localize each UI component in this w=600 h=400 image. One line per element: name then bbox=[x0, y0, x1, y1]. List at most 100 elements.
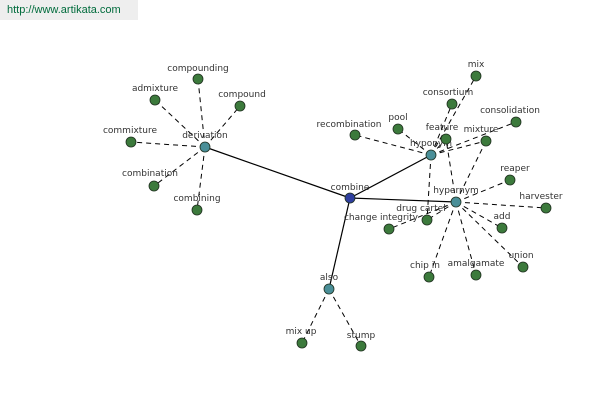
node-dot-combination[interactable] bbox=[148, 180, 160, 192]
node-derivation[interactable]: derivation bbox=[182, 131, 228, 153]
edge-hyponym-pool bbox=[397, 128, 432, 156]
node-label-mixture: mixture bbox=[464, 125, 499, 135]
node-commixture[interactable]: commixture bbox=[103, 126, 158, 148]
node-recombination[interactable]: recombination bbox=[317, 120, 382, 141]
edge-hyponym-drug-cartel bbox=[426, 154, 432, 221]
node-dot-compounding[interactable] bbox=[192, 73, 204, 85]
node-hypernym[interactable]: hypernym bbox=[433, 186, 479, 208]
node-label-combination: combination bbox=[122, 169, 178, 179]
node-dot-stump[interactable] bbox=[355, 340, 367, 352]
edge-combine-hypernym bbox=[349, 197, 457, 203]
edge-combine-derivation bbox=[204, 146, 351, 199]
node-label-change-integrity: change integrity bbox=[344, 213, 419, 223]
url-banner: http://www.artikata.com bbox=[0, 0, 138, 20]
node-label-hyponym: hyponym bbox=[410, 139, 452, 149]
node-label-union: union bbox=[508, 251, 533, 261]
node-union[interactable]: union bbox=[508, 251, 534, 273]
node-dot-chip-in[interactable] bbox=[423, 271, 435, 283]
node-chip-in[interactable]: chip in bbox=[410, 261, 440, 283]
node-dot-hypernym[interactable] bbox=[450, 196, 462, 208]
edge-combine-hyponym bbox=[349, 154, 432, 199]
node-dot-recombination[interactable] bbox=[349, 129, 361, 141]
node-label-chip-in: chip in bbox=[410, 261, 440, 271]
node-dot-union[interactable] bbox=[517, 261, 529, 273]
node-dot-combine[interactable] bbox=[344, 192, 356, 204]
node-stump[interactable]: stump bbox=[347, 331, 376, 352]
edge-derivation-combination bbox=[153, 146, 206, 187]
edge-hyponym-recombination bbox=[354, 134, 432, 156]
node-also[interactable]: also bbox=[320, 273, 339, 295]
node-dot-harvester[interactable] bbox=[540, 202, 552, 214]
node-pool[interactable]: pool bbox=[388, 113, 408, 135]
node-compound[interactable]: compound bbox=[218, 90, 266, 112]
node-dot-add[interactable] bbox=[496, 222, 508, 234]
node-dot-also[interactable] bbox=[323, 283, 335, 295]
node-dot-consortium[interactable] bbox=[446, 98, 458, 110]
site-url[interactable]: http://www.artikata.com bbox=[7, 4, 121, 16]
node-drug-cartel[interactable]: drug cartel bbox=[396, 204, 446, 226]
node-dot-admixture[interactable] bbox=[149, 94, 161, 106]
node-add[interactable]: add bbox=[494, 212, 511, 234]
node-compounding[interactable]: compounding bbox=[167, 64, 229, 85]
node-dot-change-integrity[interactable] bbox=[383, 223, 395, 235]
node-dot-derivation[interactable] bbox=[199, 141, 211, 153]
node-dot-compound[interactable] bbox=[234, 100, 246, 112]
node-label-feature: feature bbox=[426, 123, 459, 133]
edge-hyponym-mixture bbox=[430, 140, 487, 156]
node-consortium[interactable]: consortium bbox=[423, 88, 474, 110]
edge-hypernym-harvester bbox=[455, 201, 547, 209]
edge-combine-also bbox=[328, 197, 351, 290]
node-dot-mix[interactable] bbox=[470, 70, 482, 82]
graph-edges bbox=[130, 75, 547, 347]
node-label-drug-cartel: drug cartel bbox=[396, 204, 445, 214]
edge-derivation-admixture bbox=[154, 99, 206, 148]
node-dot-mixture[interactable] bbox=[480, 135, 492, 147]
node-dot-pool[interactable] bbox=[392, 123, 404, 135]
node-reaper[interactable]: reaper bbox=[500, 164, 530, 186]
node-consolidation[interactable]: consolidation bbox=[480, 106, 540, 128]
node-dot-consolidation[interactable] bbox=[510, 116, 522, 128]
node-label-mix: mix bbox=[468, 60, 485, 70]
edge-hypernym-drug-cartel bbox=[426, 201, 457, 221]
node-label-admixture: admixture bbox=[132, 84, 179, 94]
node-combine[interactable]: combine bbox=[331, 183, 370, 204]
node-amalgamate[interactable]: amalgamate bbox=[448, 259, 505, 281]
node-dot-reaper[interactable] bbox=[504, 174, 516, 186]
node-dot-amalgamate[interactable] bbox=[470, 269, 482, 281]
node-label-recombination: recombination bbox=[317, 120, 382, 130]
node-combining[interactable]: combining bbox=[173, 194, 221, 216]
node-mix-up[interactable]: mix up bbox=[286, 327, 317, 349]
edge-hyponym-mix bbox=[430, 75, 477, 156]
node-combination[interactable]: combination bbox=[122, 169, 178, 192]
node-label-mix-up: mix up bbox=[286, 327, 317, 337]
node-dot-combining[interactable] bbox=[191, 204, 203, 216]
edge-hyponym-consolidation bbox=[430, 121, 517, 156]
node-label-pool: pool bbox=[388, 113, 407, 123]
edge-hypernym-amalgamate bbox=[455, 201, 477, 276]
edge-hypernym-union bbox=[455, 201, 524, 268]
node-label-also: also bbox=[320, 273, 339, 283]
edge-also-mix-up bbox=[301, 288, 330, 344]
node-mix[interactable]: mix bbox=[468, 60, 485, 82]
graph-nodes: combine derivation hyponym hypernym also comp… bbox=[103, 60, 563, 352]
node-dot-commixture[interactable] bbox=[125, 136, 137, 148]
edge-also-stump bbox=[328, 288, 362, 347]
node-dot-hyponym[interactable] bbox=[425, 149, 437, 161]
node-label-hypernym: hypernym bbox=[433, 186, 479, 196]
node-admixture[interactable]: admixture bbox=[132, 84, 179, 106]
node-feature[interactable]: feature bbox=[426, 123, 459, 145]
node-dot-mix-up[interactable] bbox=[296, 337, 308, 349]
node-label-commixture: commixture bbox=[103, 126, 158, 136]
edge-derivation-compounding bbox=[197, 78, 206, 148]
node-harvester[interactable]: harvester bbox=[519, 192, 563, 214]
node-change-integrity[interactable]: change integrity bbox=[344, 213, 419, 235]
node-dot-drug-cartel[interactable] bbox=[421, 214, 433, 226]
node-mixture[interactable]: mixture bbox=[464, 125, 499, 147]
node-hyponym[interactable]: hyponym bbox=[410, 139, 452, 161]
node-dot-feature[interactable] bbox=[440, 133, 452, 145]
node-label-combine: combine bbox=[331, 183, 370, 193]
edge-hypernym-change-integrity bbox=[388, 201, 457, 230]
edge-hyponym-consortium bbox=[430, 103, 453, 156]
edge-hypernym-reaper bbox=[455, 179, 511, 203]
